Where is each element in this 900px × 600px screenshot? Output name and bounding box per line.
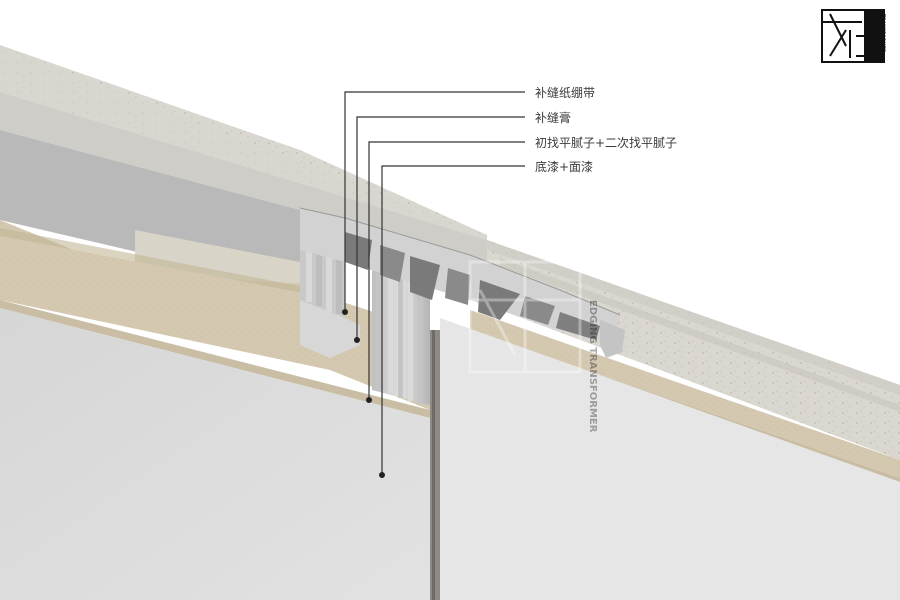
logo-text-line2: TRANSFORMER: [880, 14, 886, 53]
left-gypsum-board: [0, 45, 487, 418]
annotation-label-joint-compound: 补缝膏: [535, 110, 571, 125]
watermark: EDGING TRANSFORMER: [468, 260, 598, 433]
watermark-text: EDGING TRANSFORMER: [587, 300, 598, 433]
annotation-label-primer-topcoat: 底漆+面漆: [535, 159, 593, 174]
right-wall-surface: [440, 318, 900, 600]
logo-text-line1: EDGING: [872, 14, 881, 49]
brand-logo: EDGING TRANSFORMER: [821, 9, 886, 63]
annotation-label-joint-tape: 补缝纸绷带: [535, 85, 595, 100]
annotation-group: 补缝纸绷带 补缝膏 初找平腻子+二次找平腻子 底漆+面漆: [342, 85, 677, 478]
shadow-gap: [430, 330, 440, 600]
logo-mark-icon: [821, 9, 885, 63]
annotation-label-putty-layers: 初找平腻子+二次找平腻子: [535, 136, 677, 150]
aluminium-edging-profile: [299, 207, 625, 405]
left-wall-surface: [0, 308, 430, 600]
